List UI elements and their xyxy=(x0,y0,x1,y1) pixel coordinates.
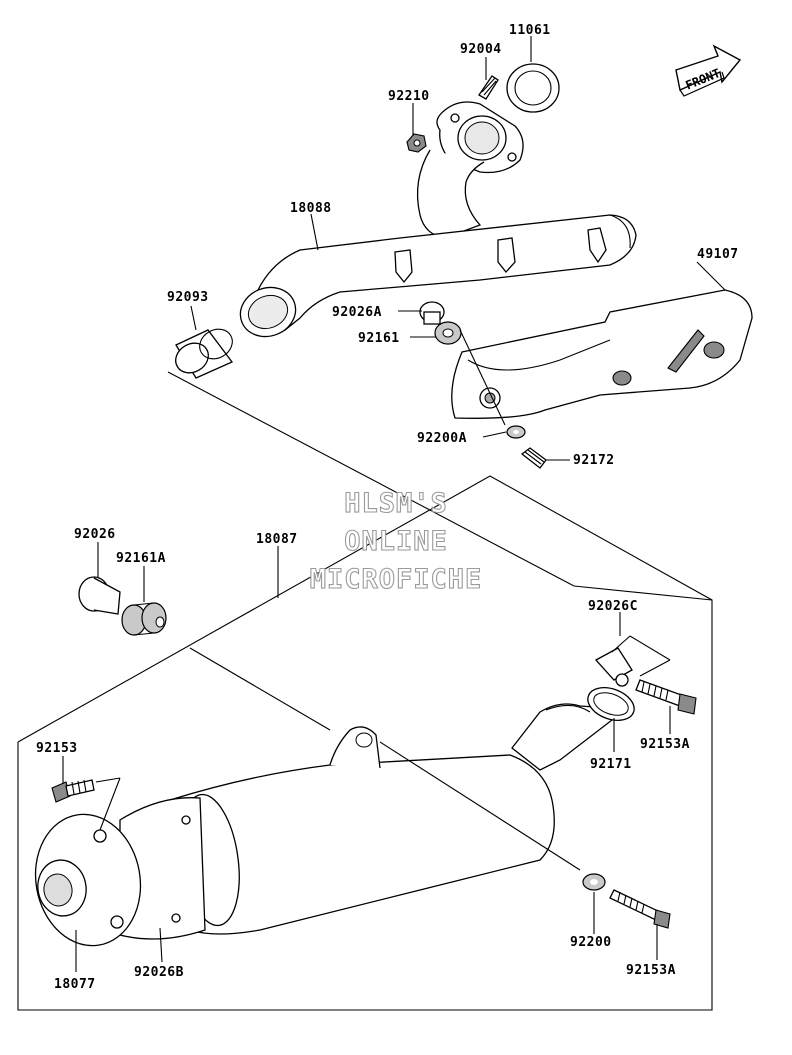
label-92172: 92172 xyxy=(573,453,615,468)
label-92171: 92171 xyxy=(590,757,632,772)
label-92153A-upper: 92153A xyxy=(640,737,690,752)
label-92153A-lower: 92153A xyxy=(626,963,676,978)
label-49107: 49107 xyxy=(697,247,739,262)
muffler-18087 xyxy=(34,647,635,947)
label-92026A: 92026A xyxy=(332,305,382,320)
washer-92200A xyxy=(506,425,526,439)
ring-92093 xyxy=(175,328,234,379)
label-92210: 92210 xyxy=(388,89,430,104)
damper-92161A xyxy=(121,602,167,636)
watermark-line-3: MICROFICHE xyxy=(310,564,483,595)
label-92161: 92161 xyxy=(358,331,400,346)
label-92026C: 92026C xyxy=(588,599,638,614)
heat-shield-49107 xyxy=(451,289,753,419)
label-92026B: 92026B xyxy=(134,965,184,980)
collar-92026A xyxy=(419,301,445,325)
label-92200: 92200 xyxy=(570,935,612,950)
label-18088: 18088 xyxy=(290,201,332,216)
label-18087: 18087 xyxy=(256,532,298,547)
label-92093: 92093 xyxy=(167,290,209,305)
label-92004: 92004 xyxy=(460,42,502,57)
damper-92161 xyxy=(434,321,462,345)
screw-92172 xyxy=(520,447,547,469)
label-92161A: 92161A xyxy=(116,551,166,566)
bolt-92153 xyxy=(51,779,95,803)
washer-92200 xyxy=(582,873,606,891)
label-11061: 11061 xyxy=(509,23,551,38)
watermark-line-2: ONLINE xyxy=(344,526,448,557)
bolt-92153A-upper xyxy=(635,679,697,715)
label-18077: 18077 xyxy=(54,977,96,992)
gasket-11061 xyxy=(506,63,560,113)
label-92153: 92153 xyxy=(36,741,78,756)
bolt-92153A-lower xyxy=(609,889,671,929)
header-pipe-18088 xyxy=(239,101,637,338)
label-92200A: 92200A xyxy=(417,431,467,446)
stud-92004 xyxy=(478,75,499,100)
nut-92210 xyxy=(406,133,427,153)
watermark-line-1: HLSM'S xyxy=(344,488,448,519)
front-arrow-icon: FRONT xyxy=(675,44,742,97)
collar-92026 xyxy=(78,576,121,615)
label-92026: 92026 xyxy=(74,527,116,542)
assembly-outline xyxy=(17,475,713,1011)
